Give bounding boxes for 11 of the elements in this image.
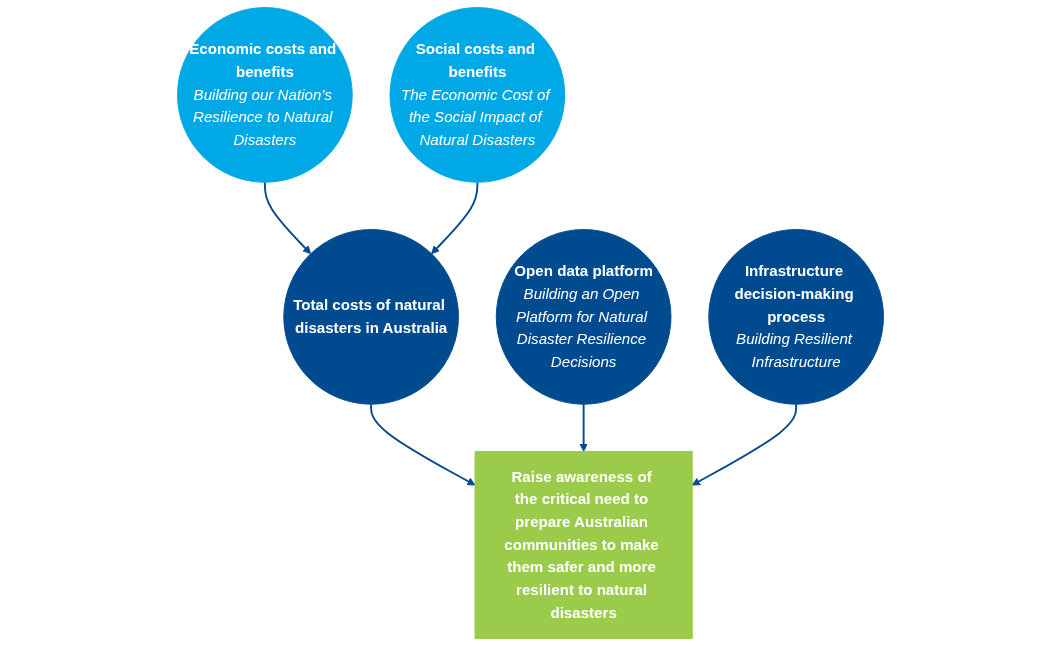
- node-circle: Open data platform Building an Open Platform for Natural Disaster Resilience Decisions: [495, 229, 672, 405]
- arrow: [431, 181, 479, 255]
- arrow: [691, 403, 798, 486]
- arrow: [263, 181, 312, 255]
- node-circle: Total costs of natural disasters in Australia: [283, 229, 459, 405]
- node-circle: Social costs and benefits The Economic Cost of the Social Impact of Natural Disasters: [389, 7, 566, 183]
- node-circle: Economic costs and benefits Building our Nation’s Resilience to Natural Disasters: [177, 7, 353, 183]
- arrow: [370, 403, 476, 486]
- arrow: [579, 403, 588, 452]
- node-circle: Infrastructure decision-making process Building Resilient Infrastructure: [708, 229, 884, 405]
- node-box: Raise awareness of the critical need to prepare Australian communities to make them safer and more resilient to natural disasters: [474, 450, 693, 639]
